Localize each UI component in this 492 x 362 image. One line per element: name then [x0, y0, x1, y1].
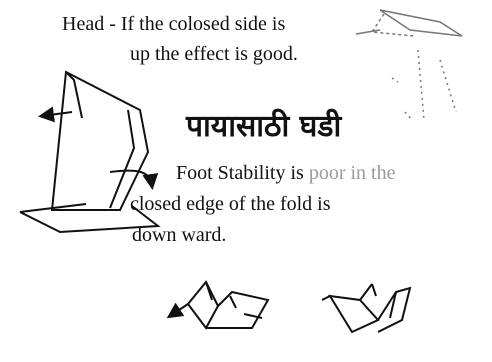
marathi-heading: पायासाठी घडी — [186, 109, 342, 144]
bottom-figure-right — [321, 283, 412, 334]
foot-caption-line-3: down ward. — [132, 224, 227, 246]
head-caption-line-1: Head - If the colosed side is — [62, 13, 286, 35]
head-caption-line-2: up the effect is good. — [130, 43, 298, 65]
foot-caption-line-2: closed edge of the fold is — [130, 193, 331, 215]
bottom-figure-left — [166, 280, 270, 330]
head-fold-figure — [355, 9, 463, 121]
foot-caption-line-1: Foot Stability is poor in the — [176, 163, 395, 183]
foot-caption-line-1-faded: poor in the — [308, 162, 396, 184]
foot-caption-line-1-start: Foot Stability is — [176, 162, 309, 184]
